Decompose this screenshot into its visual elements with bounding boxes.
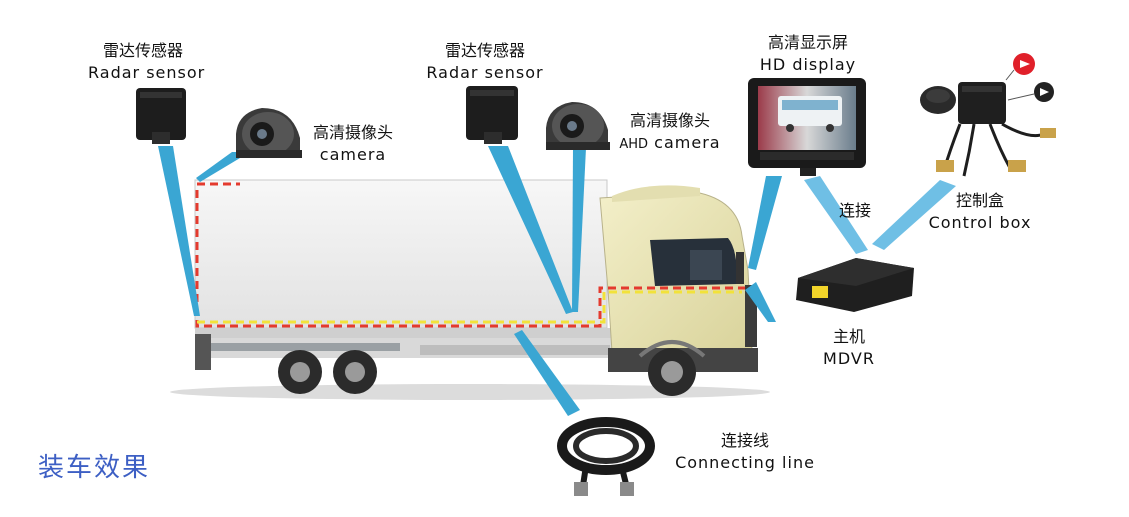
connect-label: 连接 (838, 201, 871, 220)
control-box-icon (920, 53, 1056, 177)
radar-sensor-icon (466, 86, 518, 144)
wiring-path (195, 182, 745, 328)
control-box-label: 控制盒 Control box (915, 190, 1045, 234)
radar-sensor-label-en: Radar sensor (426, 63, 544, 82)
mdvr-icon (796, 258, 914, 312)
cable-label-cn: 连接线 (720, 431, 769, 450)
cable-icon (557, 417, 655, 496)
camera-label: 高清摄像头 AHD camera (610, 110, 730, 156)
camera-label-cn: 高清摄像头 (312, 123, 393, 142)
connection-beams (158, 146, 956, 416)
hd-display-label-en: HD display (759, 55, 857, 74)
mdvr-label-en: MDVR (823, 349, 875, 368)
control-box-label-cn: 控制盒 (955, 191, 1004, 210)
radar-sensor-icon (136, 88, 186, 144)
radar-sensor-label: 雷达传感器 Radar sensor (88, 40, 206, 84)
camera-label-cn: 高清摄像头 (629, 111, 710, 130)
radar-sensor-label-cn: 雷达传感器 (444, 41, 525, 60)
installation-effect-title: 装车效果 (38, 453, 151, 483)
hd-display-icon (748, 78, 866, 176)
cable-label-en: Connecting line (675, 453, 815, 472)
cable-label: 连接线 Connecting line (660, 430, 830, 474)
hd-display-label-cn: 高清显示屏 (767, 33, 848, 52)
radar-sensor-label-en: Radar sensor (88, 63, 206, 82)
truck-icon (170, 179, 770, 400)
camera-label-suffix: camera (654, 133, 721, 152)
mdvr-label-cn: 主机 (832, 327, 865, 346)
mdvr-label: 主机 MDVR (804, 326, 894, 370)
control-box-label-en: Control box (928, 213, 1032, 232)
camera-icon (546, 102, 610, 150)
radar-sensor-label-cn: 雷达传感器 (102, 41, 183, 60)
camera-label: 高清摄像头 camera (298, 122, 408, 166)
hd-display-label: 高清显示屏 HD display (748, 32, 868, 76)
camera-label-en: AHD camera (610, 132, 730, 156)
radar-sensor-label: 雷达传感器 Radar sensor (420, 40, 550, 84)
camera-icon (236, 108, 302, 158)
camera-label-prefix: AHD (619, 137, 649, 152)
camera-label-en: camera (319, 145, 387, 164)
